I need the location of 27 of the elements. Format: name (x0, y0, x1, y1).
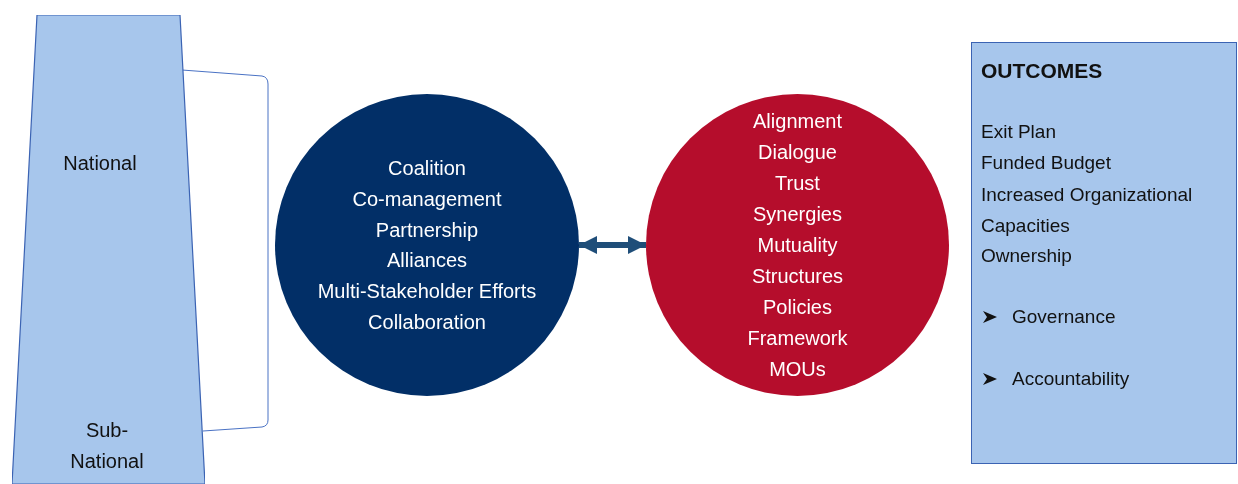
circle-item: Structures (750, 264, 845, 288)
outcome-item: Funded Budget (981, 151, 1111, 175)
circle-item: Dialogue (757, 140, 838, 164)
double-arrow (579, 236, 646, 254)
trapezoid-shape (12, 15, 205, 484)
circle-item: Coalition (387, 156, 467, 180)
outcomes-panel (971, 42, 1237, 464)
circle-item: Synergies (752, 202, 843, 226)
circle-item: Alliances (385, 248, 468, 273)
circle-item: MOUs (768, 357, 827, 381)
outcome-item: Accountability (1012, 367, 1130, 391)
outcome-item: Ownership (981, 244, 1072, 268)
circle-item: Multi-Stakeholder Efforts (316, 279, 538, 304)
level-label: National (62, 151, 138, 176)
outcome-item: Exit Plan (981, 120, 1056, 144)
outcome-item: Governance (1012, 305, 1116, 329)
circle-item: Partnership (374, 217, 480, 242)
circle-item: Trust (774, 171, 821, 195)
circle-item: Alignment (752, 109, 843, 133)
panel-heading: OUTCOMES (981, 59, 1103, 83)
level-label: Sub- National (69, 418, 145, 474)
circle-item: Co-management (351, 186, 503, 211)
circle-item: Framework (746, 326, 849, 350)
outcome-item: Increased Organizational Capacities (981, 183, 1194, 238)
circle-item: Collaboration (367, 310, 487, 334)
circle-item: Mutuality (756, 233, 839, 257)
circle-item: Policies (762, 295, 833, 319)
